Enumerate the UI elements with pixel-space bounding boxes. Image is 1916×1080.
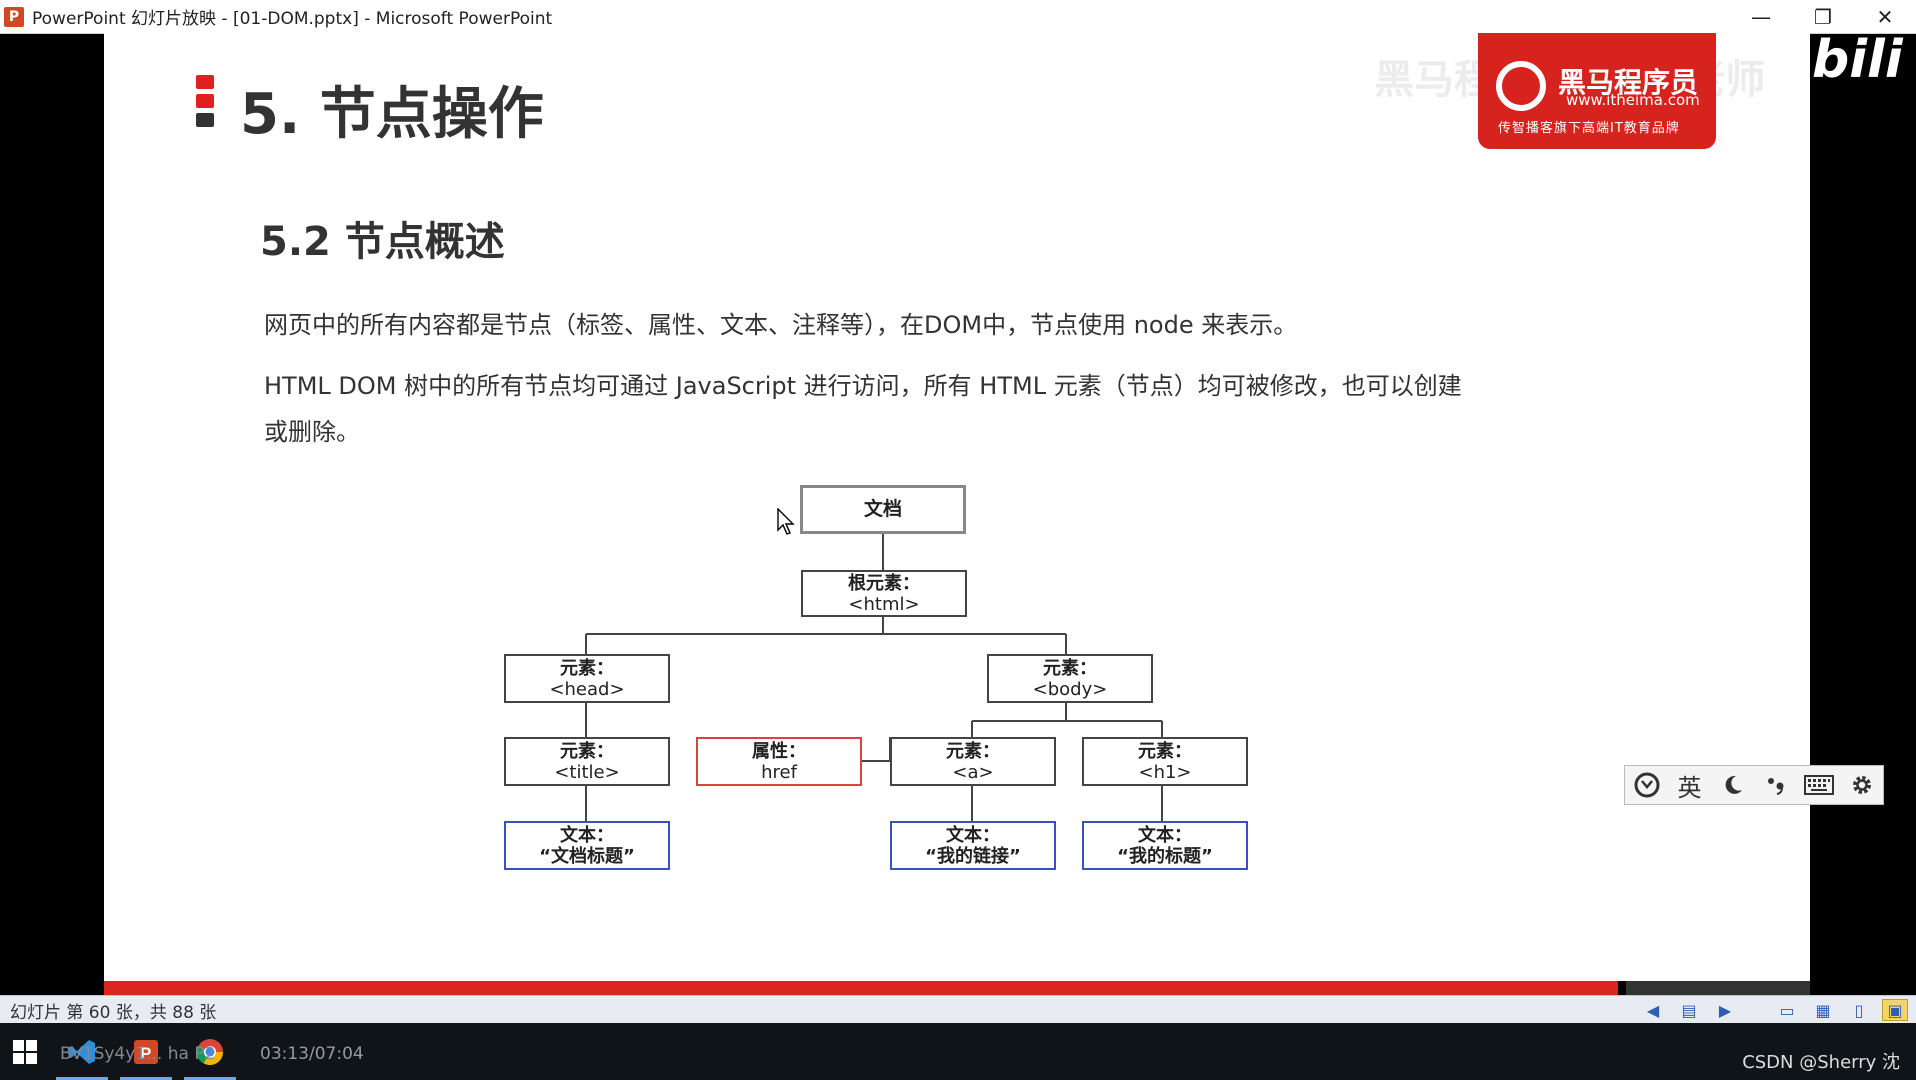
- status-controls: ◀ ▤ ▶ ▭ ▦ ▯ ▣: [1640, 996, 1908, 1024]
- vscode-taskbar-icon[interactable]: [50, 1023, 114, 1080]
- window-title: PowerPoint 幻灯片放映 - [01-DOM.pptx] - Micro…: [32, 9, 553, 29]
- progress-remaining: [1626, 981, 1810, 995]
- close-button[interactable]: ✕: [1876, 4, 1894, 29]
- title-marker-icon: [196, 75, 214, 132]
- dom-tree-diagram: 文档 根元素：<html> 元素：<head> 元素：<body> 元素：<ti…: [104, 33, 1810, 981]
- restore-button[interactable]: ❐: [1814, 4, 1832, 29]
- chrome-taskbar-icon[interactable]: [178, 1023, 242, 1080]
- moon-icon[interactable]: [1715, 767, 1751, 803]
- next-slide-icon[interactable]: ▶: [1718, 1000, 1732, 1020]
- window-titlebar: P PowerPoint 幻灯片放映 - [01-DOM.pptx] - Mic…: [0, 0, 1916, 34]
- paragraph-1: 网页中的所有内容都是节点（标签、属性、文本、注释等），在DOM中，节点使用 no…: [264, 311, 1298, 339]
- node-text-h1: 文本：“我的标题”: [1082, 821, 1248, 870]
- slide-title: 5. 节点操作: [240, 82, 544, 147]
- windows-logo-icon: [13, 1039, 37, 1064]
- logo-brand: 黑马程序员: [1558, 66, 1699, 99]
- slide-canvas[interactable]: 5. 节点操作 黑马程序员 pink老师 黑马程序员 www.itheima.c…: [104, 33, 1810, 981]
- presentation-progress-bar: [104, 981, 1618, 995]
- slide-subtitle: 5.2 节点概述: [260, 219, 505, 265]
- minimize-button[interactable]: —: [1751, 4, 1771, 29]
- powerpoint-icon: P: [4, 6, 24, 27]
- bilibili-logo: bili: [1812, 30, 1903, 90]
- node-root-html: 根元素：<html>: [801, 570, 967, 617]
- itheima-logo: 黑马程序员 www.itheima.com 传智播客旗下高端IT教育品牌: [1478, 33, 1716, 149]
- video-overlay-text: BV1Sy4y1... ha P2: [60, 1044, 216, 1064]
- csdn-watermark: CSDN @Sherry 沈: [1742, 1052, 1900, 1073]
- ime-language-toggle[interactable]: 英: [1677, 773, 1702, 802]
- taskbar: P: [0, 1023, 1916, 1080]
- paragraph-2: HTML DOM 树中的所有节点均可通过 JavaScript 进行访问，所有 …: [264, 372, 1462, 446]
- node-a: 元素：<a>: [890, 737, 1056, 786]
- status-bar: 幻灯片 第 60 张，共 88 张 ◀ ▤ ▶ ▭ ▦ ▯ ▣: [0, 995, 1916, 1024]
- start-button[interactable]: [0, 1023, 50, 1080]
- slide-menu-icon[interactable]: ▤: [1681, 1000, 1697, 1020]
- ime-toolbar[interactable]: 英: [1624, 765, 1884, 805]
- powerpoint-taskbar-icon[interactable]: P: [114, 1023, 178, 1080]
- node-title: 元素：<title>: [504, 737, 670, 786]
- svg-text:P: P: [140, 1044, 151, 1063]
- gear-icon[interactable]: [1844, 767, 1880, 803]
- mouse-cursor-icon: [777, 508, 795, 535]
- logo-url: www.itheima.com: [1566, 91, 1700, 109]
- normal-view-icon[interactable]: ▭: [1779, 1000, 1795, 1020]
- reading-view-icon[interactable]: ▯: [1854, 1000, 1864, 1020]
- keyboard-icon[interactable]: [1801, 767, 1837, 803]
- punctuation-icon[interactable]: [1758, 767, 1794, 803]
- slideshow-view-icon[interactable]: ▣: [1882, 999, 1908, 1021]
- video-time: 03:13/07:04: [260, 1044, 364, 1064]
- node-text-link: 文本：“我的链接”: [890, 821, 1056, 870]
- ime-logo-icon[interactable]: [1629, 767, 1665, 803]
- node-document: 文档: [800, 485, 966, 534]
- window-controls: — ❐ ✕: [1730, 0, 1916, 33]
- node-attribute-href: 属性：href: [696, 737, 862, 786]
- slide-counter: 幻灯片 第 60 张，共 88 张: [10, 1002, 217, 1023]
- node-text-title: 文本：“文档标题”: [504, 821, 670, 870]
- node-head: 元素：<head>: [504, 654, 670, 703]
- node-body: 元素：<body>: [987, 654, 1153, 703]
- slide-sorter-icon[interactable]: ▦: [1815, 1000, 1831, 1020]
- logo-circle-icon: [1496, 61, 1546, 111]
- previous-slide-icon[interactable]: ◀: [1646, 1000, 1660, 1020]
- node-h1: 元素：<h1>: [1082, 737, 1248, 786]
- logo-slogan: 传智播客旗下高端IT教育品牌: [1498, 121, 1680, 136]
